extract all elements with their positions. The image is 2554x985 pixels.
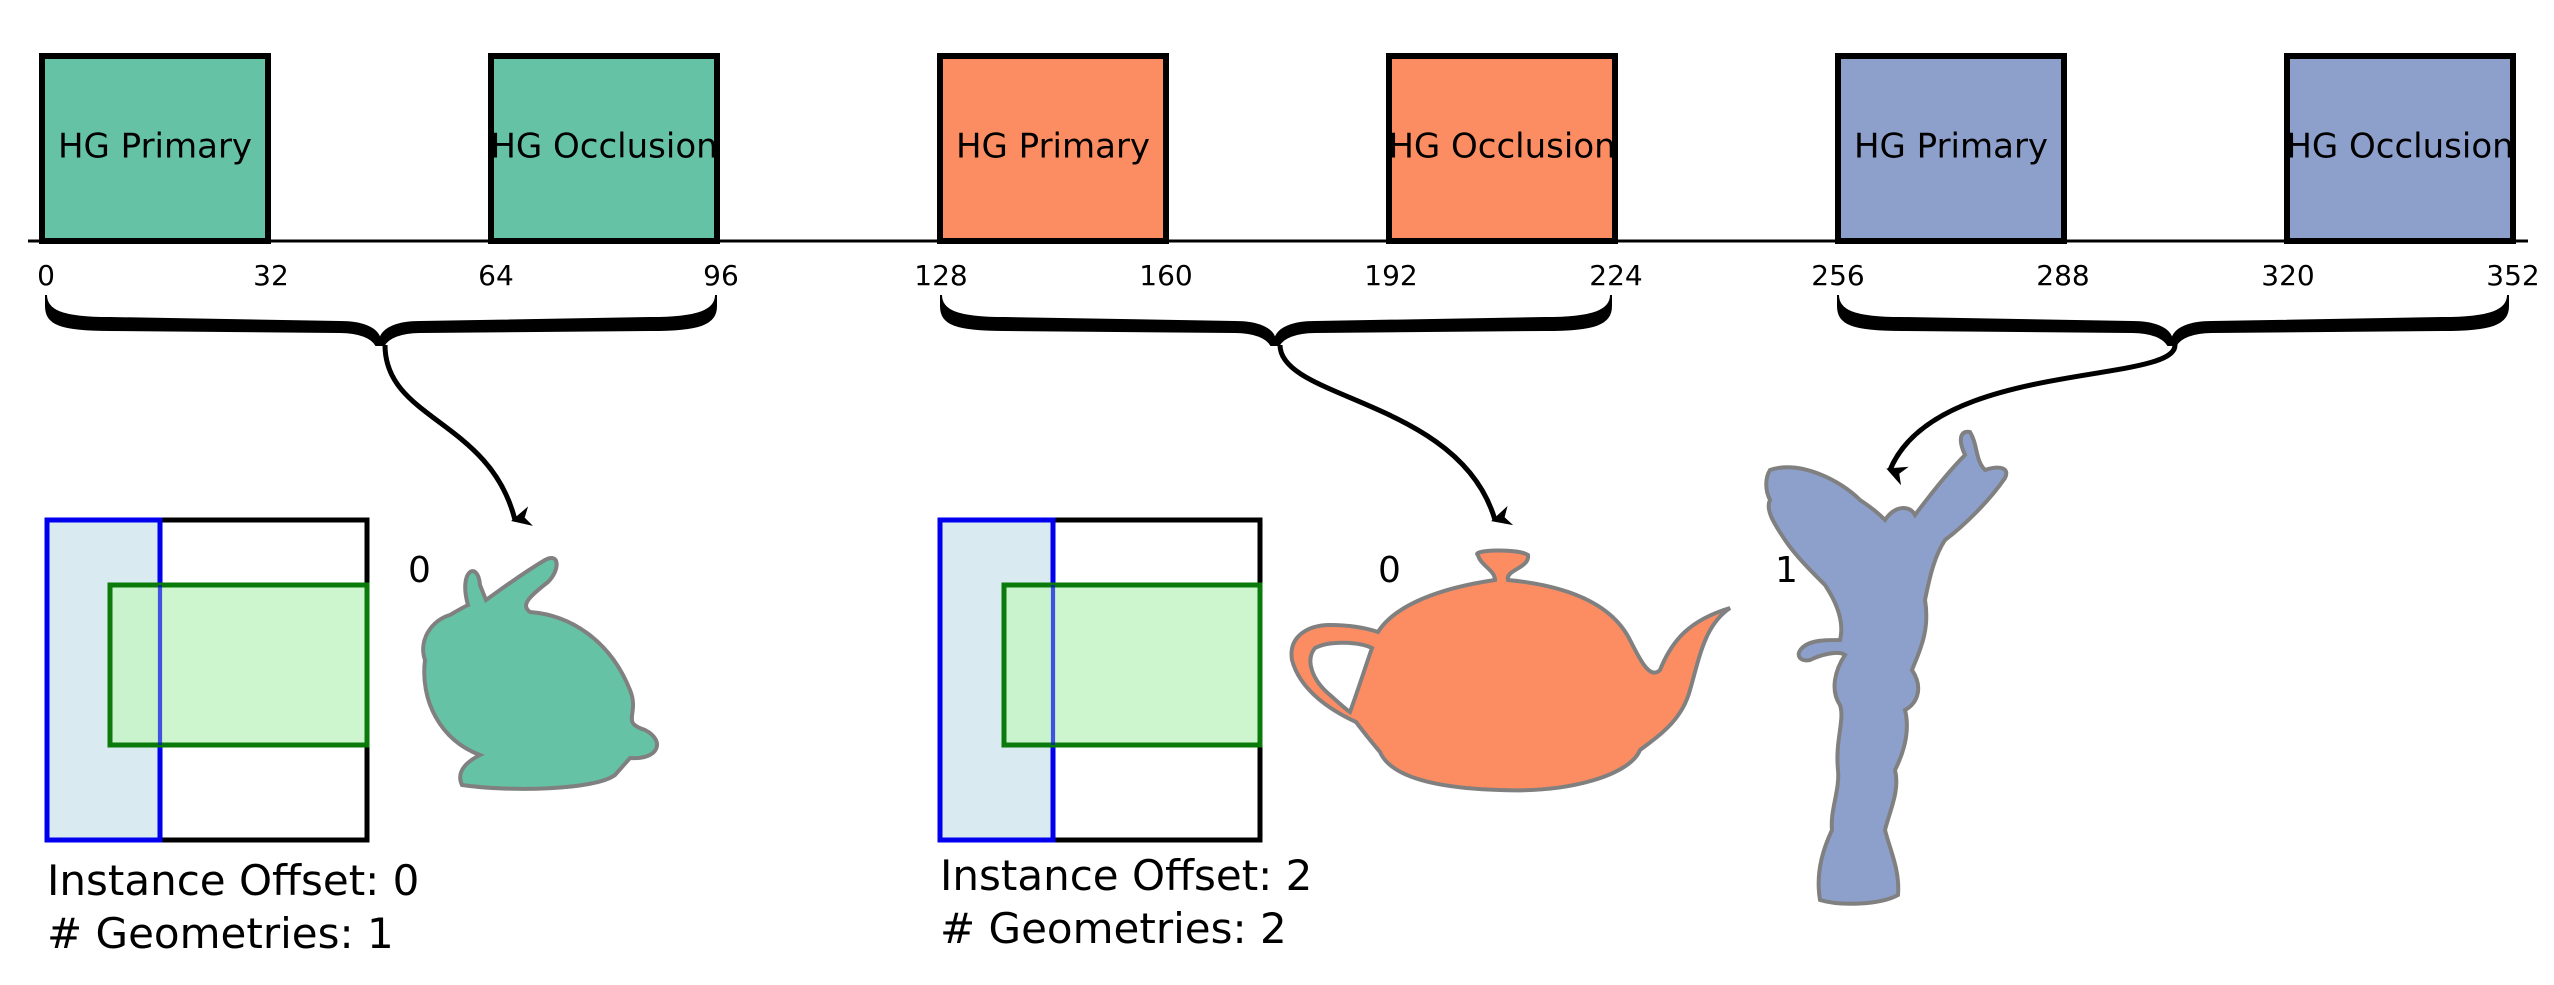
record-box (937, 53, 1169, 244)
curly-brace (940, 294, 1612, 346)
hit-group-record: HG Primary (1835, 53, 2067, 244)
instance-acceleration-structure (937, 517, 1263, 843)
arrow (382, 344, 533, 526)
teapot-geometry (1289, 548, 1732, 793)
arrow (1277, 344, 1514, 526)
tick-label: 128 (914, 259, 967, 292)
record-label: HG Occlusion (490, 127, 717, 167)
instance-acceleration-structure (44, 517, 370, 843)
record-box (39, 53, 271, 244)
geometry-index: 0 (408, 550, 431, 591)
tick-label: 320 (2261, 259, 2314, 292)
hit-group-record: HG Primary (937, 53, 1169, 244)
geometry-index: 0 (1378, 550, 1401, 591)
record-label: HG Occlusion (1388, 127, 1615, 167)
hit-group-record: HG Primary (39, 53, 271, 244)
hit-group-record: HG Occlusion (1386, 53, 1618, 244)
tick-label: 256 (1811, 259, 1864, 292)
record-box (1835, 53, 2067, 244)
geometry-box-green (1001, 582, 1263, 748)
tick-label: 64 (478, 259, 514, 292)
tick-label: 288 (2036, 259, 2089, 292)
record-box (488, 53, 720, 244)
hit-group-record: HG Occlusion (488, 53, 720, 244)
record-label: HG Primary (58, 127, 252, 167)
arrows (382, 344, 2178, 526)
sbt-timeline: HG Primary HG Occlusion HG Primary HG Oc… (28, 53, 2540, 292)
tick-label: 96 (703, 259, 739, 292)
tick-label: 352 (2486, 259, 2539, 292)
tick-label: 0 (37, 259, 55, 292)
curly-brace (1837, 294, 2509, 346)
bunny-geometry (421, 556, 659, 791)
record-label: HG Occlusion (2286, 127, 2513, 167)
tick-label: 32 (253, 259, 289, 292)
instance-offset-label: Instance Offset: 2 (940, 851, 1312, 900)
curly-brace (45, 294, 717, 346)
instance-offset-label: Instance Offset: 0 (47, 856, 419, 905)
tick-label: 160 (1139, 259, 1192, 292)
arrow (1886, 344, 2178, 486)
instance-braces (45, 294, 2509, 346)
geometry-index: 1 (1775, 550, 1798, 591)
record-label: HG Primary (1854, 127, 2048, 167)
record-box (2284, 53, 2516, 244)
tick-label: 224 (1589, 259, 1642, 292)
record-box (1386, 53, 1618, 244)
geometry-box-green (107, 582, 370, 748)
tick-label: 192 (1364, 259, 1417, 292)
geometries-count-label: # Geometries: 2 (940, 904, 1287, 953)
hit-group-record: HG Occlusion (2284, 53, 2516, 244)
record-label: HG Primary (956, 127, 1150, 167)
geometries-count-label: # Geometries: 1 (47, 909, 394, 958)
statue-geometry (1764, 429, 2009, 906)
